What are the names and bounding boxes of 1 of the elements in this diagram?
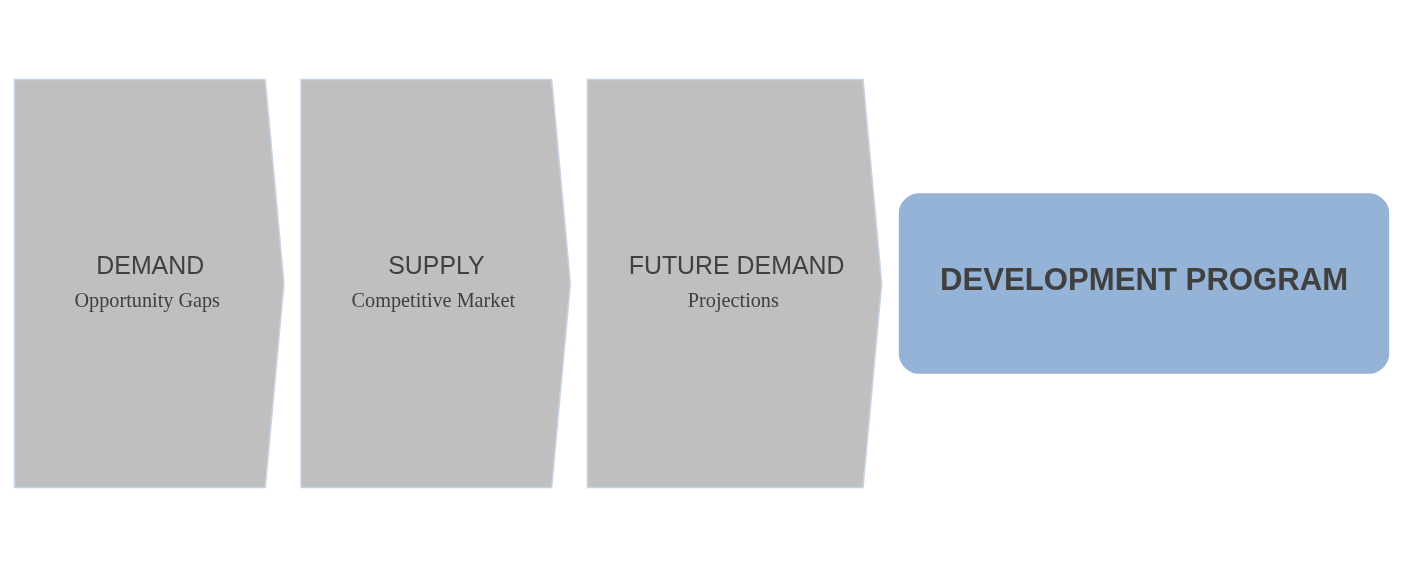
node-box: DEVELOPMENT PROGRAM	[898, 193, 1390, 374]
